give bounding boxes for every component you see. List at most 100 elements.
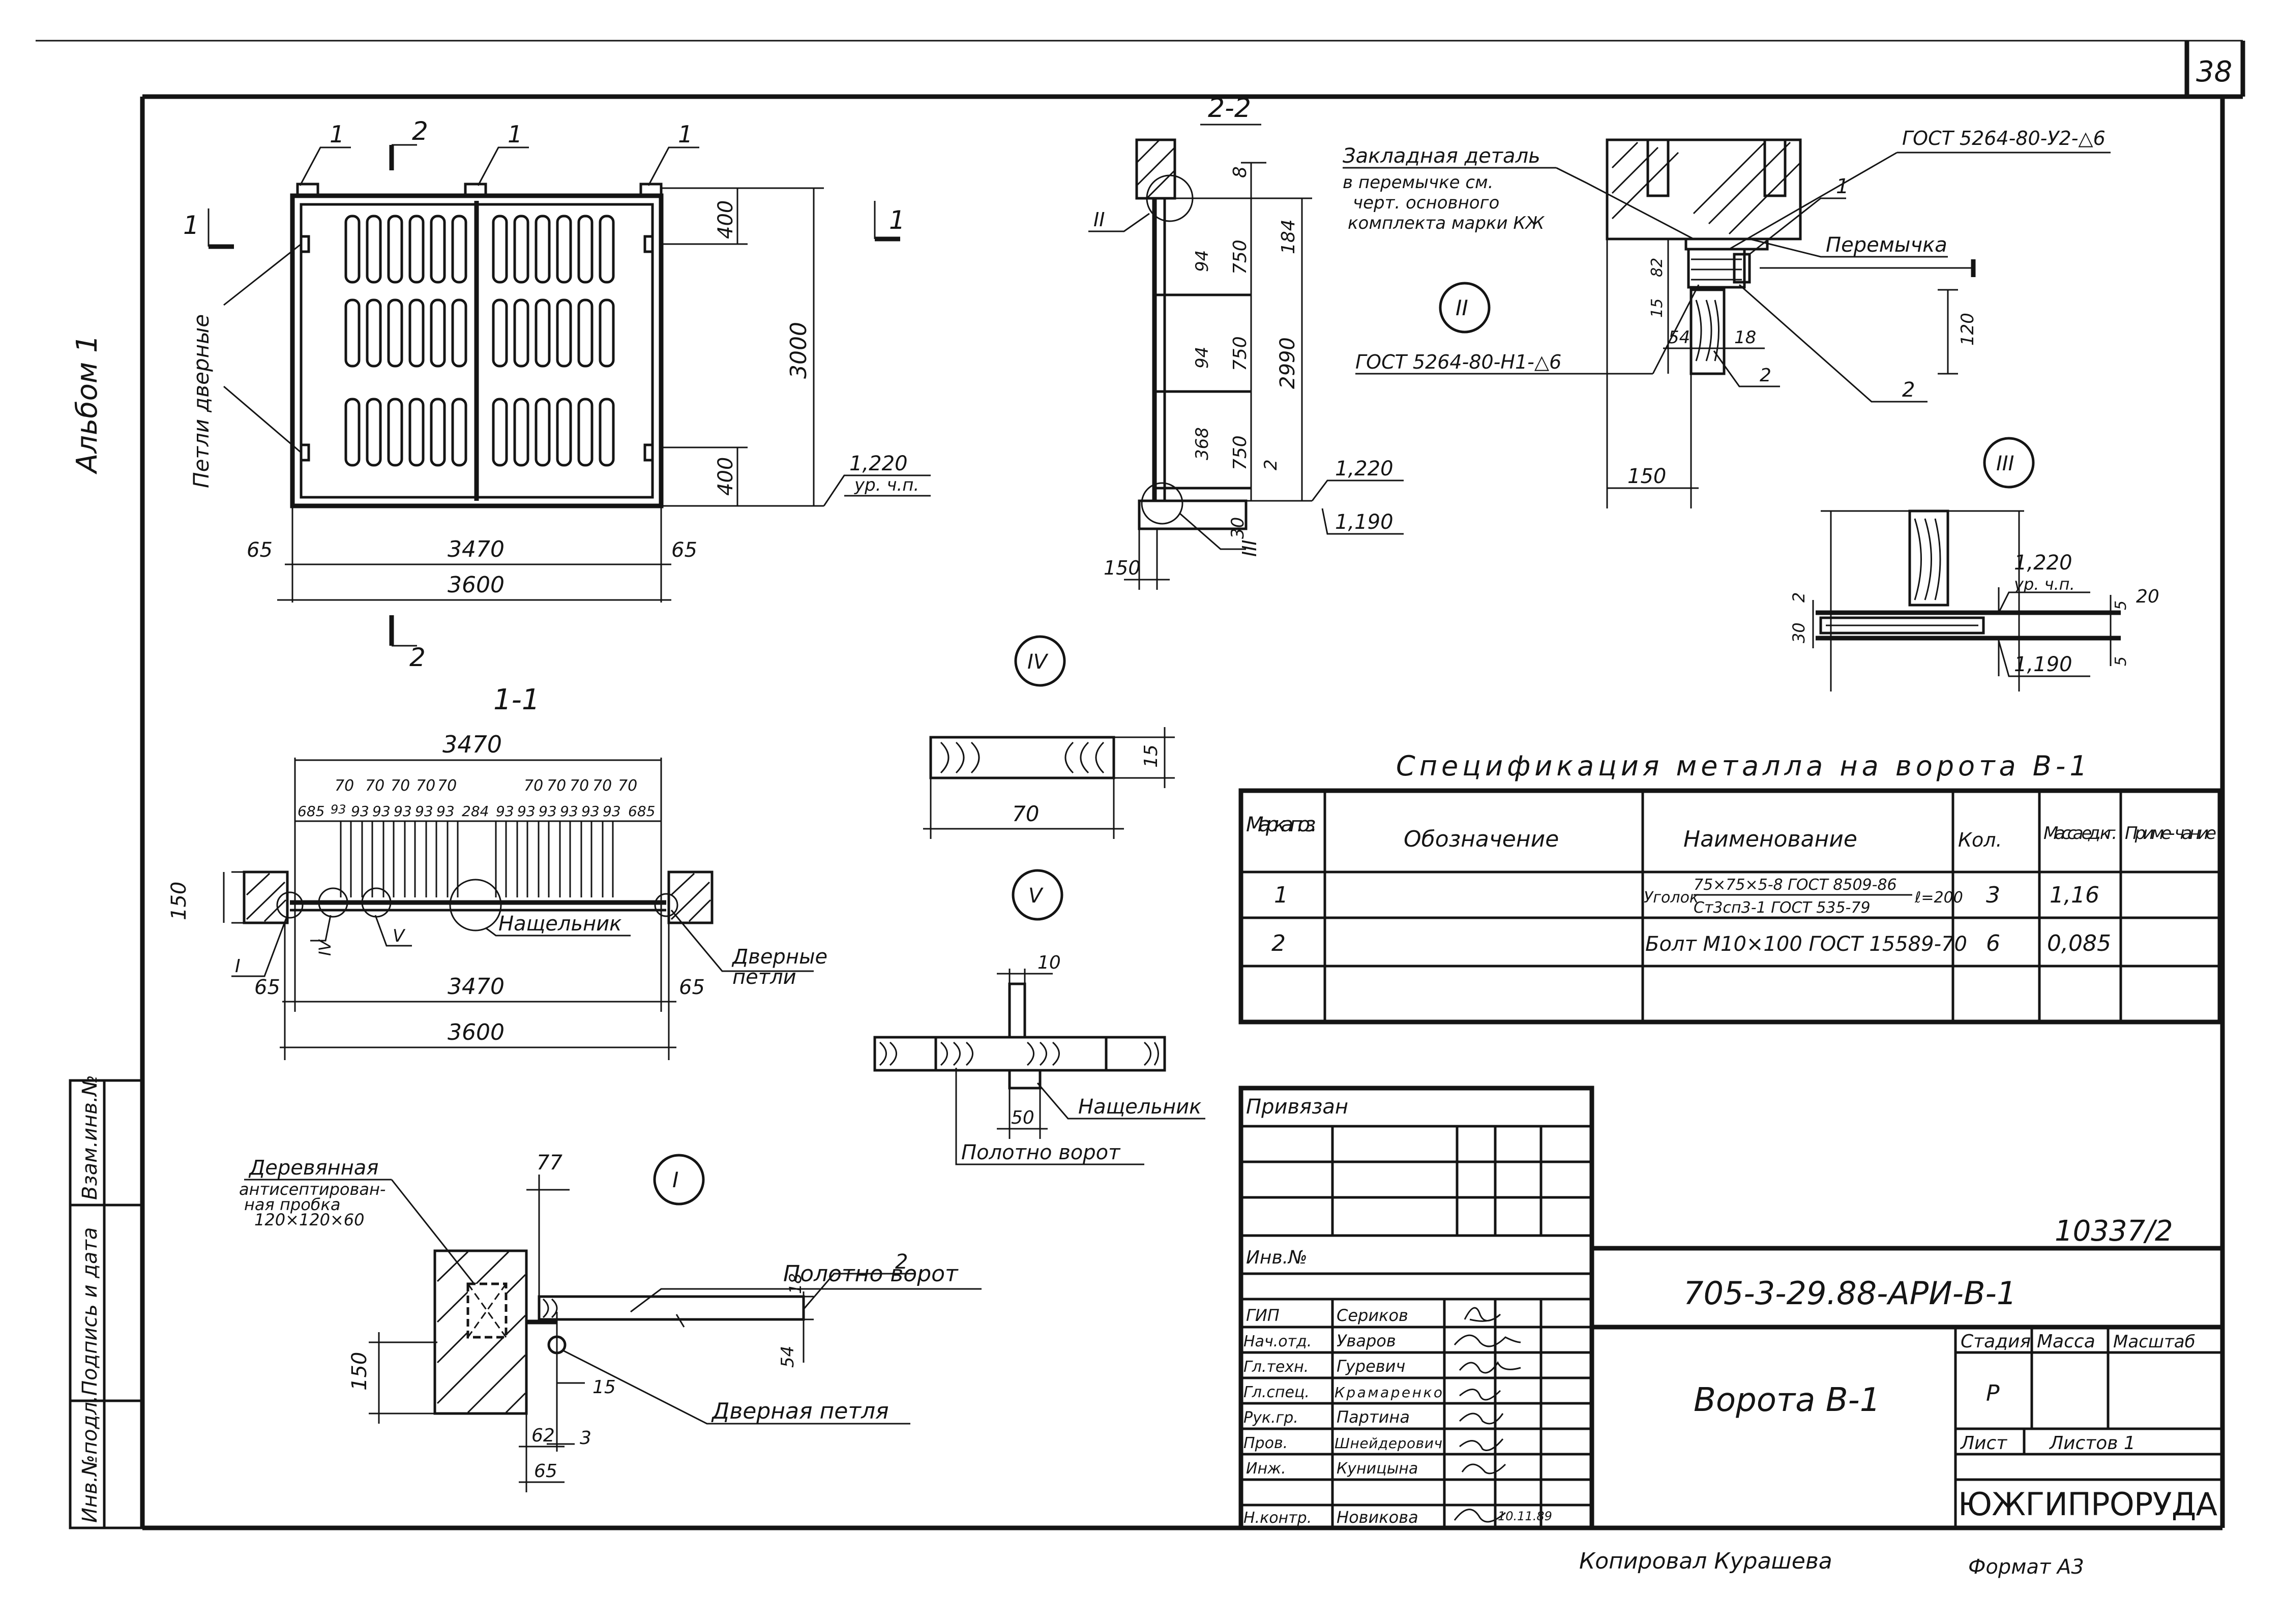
tb-stage: Р: [1986, 1380, 2000, 1406]
chain-9: 93: [517, 803, 536, 820]
detail-II-dim-54: 54: [1668, 327, 1690, 348]
detail-II-label-1: 1: [1836, 175, 1849, 198]
section-1-1-label-I: I: [235, 956, 241, 977]
dim-3000: 3000: [786, 322, 812, 379]
s22-dim-2990: 2990: [1276, 337, 1299, 389]
s22-dim-8: 8: [1230, 166, 1251, 178]
s22-dim-2: 2: [1261, 459, 1281, 470]
detail-II-dim-120: 120: [1958, 313, 1978, 346]
spec-row1-name1: 75×75×5-8 ГОСТ 8509-86: [1694, 876, 1897, 894]
detail-IV-dim-70: 70: [1012, 801, 1039, 826]
s22-dim-750a: 750: [1230, 239, 1251, 275]
detail-IV-dim-15: 15: [1141, 744, 1162, 768]
chain-12: 93: [581, 803, 600, 820]
cut-2-top: 2: [412, 116, 428, 146]
detail-II-note-3: черт. основного: [1353, 193, 1499, 213]
tb-sheet-label: Лист: [1960, 1433, 2007, 1454]
front-leader-1a: 1: [330, 121, 344, 148]
tb-role-0: ГИП: [1246, 1306, 1280, 1325]
detail-I-dim-54: 54: [778, 1346, 798, 1368]
tb-staff: ГИП Сериков Нач.отд. Уваров Гл.техн. Гур…: [1243, 1306, 1442, 1527]
chain-4: 93: [394, 803, 412, 820]
chain-top-3: 70: [416, 777, 435, 795]
dim-3600-front: 3600: [448, 572, 505, 598]
detail-III-dim-2: 2: [1789, 592, 1808, 603]
detail-I-dim-18: 18: [786, 1273, 805, 1294]
detail-V-marker: V: [1028, 884, 1044, 908]
spec-row1-name2: Ст3сп3-1 ГОСТ 535-79: [1694, 899, 1871, 917]
chain-top-1: 70: [365, 777, 384, 795]
section-1-1-label-IV: IV: [315, 939, 335, 956]
spec-row1-pos: 1: [1274, 882, 1288, 908]
tb-role-6: Инж.: [1246, 1460, 1286, 1478]
detail-I-plug-4: 120×120×60: [254, 1210, 365, 1229]
footer-format: Формат А3: [1968, 1555, 2084, 1579]
section-1-1-label-petli: петли: [732, 966, 796, 989]
detail-II-note: Закладная деталь в перемычке см. черт. о…: [1343, 144, 1556, 233]
s22-dim-30: 30: [1228, 517, 1248, 539]
spec-row1-suffix: ℓ=200: [1914, 889, 1963, 907]
chain-top-9: 70: [618, 777, 637, 795]
spec-row2-qty: 6: [1986, 930, 2000, 956]
detail-I-marker: I: [672, 1167, 678, 1192]
level-1220-front: 1,220: [849, 452, 908, 475]
section-2-2-marker-III: III: [1238, 539, 1261, 557]
chain-13: 93: [603, 803, 621, 820]
chain-6: 93: [436, 803, 455, 820]
detail-I-dim-150: 150: [348, 1352, 371, 1391]
detail-IV: IV 70 15: [923, 635, 1175, 839]
section-1-1-chain-top: 70 70 70 70 70 70 70 70 70 70: [335, 777, 637, 795]
detail-I-label-petlya: Дверная петля: [711, 1398, 889, 1424]
section-1-1-title: 1-1: [493, 683, 540, 716]
cut-2-bottom: 2: [409, 643, 426, 672]
tb-name-0: Сериков: [1337, 1306, 1408, 1325]
s22-dim-184: 184: [1278, 219, 1299, 254]
tb-role-4: Рук.гр.: [1243, 1409, 1298, 1427]
detail-II-label-peremychka: Перемычка: [1826, 233, 1947, 257]
chain-top-5: 70: [524, 777, 543, 795]
detail-I-dim-62: 62: [531, 1425, 555, 1446]
spec-header-prim: Приме- чание: [2125, 823, 2216, 844]
section-1-1: 1-1 3470 70 70 70 70 70 70 70 70 70 70 6…: [167, 683, 827, 1060]
section-2-2: 2-2 II III 8 94 750 184 94 750 2990 368 …: [1088, 93, 1404, 590]
dim-3470-front: 3470: [448, 536, 505, 562]
section-1-1-dim-3600: 3600: [448, 1019, 505, 1045]
section-1-1-dim-150: 150: [167, 882, 191, 920]
spec-row2-name: Болт М10×100 ГОСТ 15589-70: [1645, 933, 1967, 956]
dim-400-top: 400: [714, 200, 737, 239]
detail-V: V 10 50 Нащельник Полотно ворот: [873, 869, 1205, 1165]
detail-I: I Деревянная антисептирован- ная пробка …: [239, 1151, 982, 1492]
dim-65-right-front: 65: [671, 538, 697, 562]
front-leader-1c: 1: [678, 121, 693, 148]
tb-role-2: Гл.техн.: [1243, 1358, 1309, 1376]
spec-header-kol: Кол.: [1958, 829, 2002, 851]
tb-role-1: Нач.отд.: [1243, 1333, 1312, 1350]
detail-IV-marker: IV: [1027, 650, 1049, 674]
side-stamp: Инв.№подл. Подпись и дата Взам.инв.№: [69, 1075, 144, 1529]
section-2-2-marker-II: II: [1093, 208, 1105, 231]
spec-header-marka: Марка поз.: [1246, 813, 1317, 836]
tb-name-6: Куницына: [1337, 1460, 1418, 1478]
detail-II-dim-15: 15: [1648, 298, 1666, 318]
detail-I-dim-65: 65: [534, 1461, 557, 1482]
tb-name-7: Новикова: [1337, 1508, 1418, 1527]
chain-8: 93: [496, 803, 514, 820]
tb-name-5: Шнейдерович: [1335, 1435, 1442, 1452]
chain-10: 93: [539, 803, 557, 820]
detail-II-gost-left: ГОСТ 5264-80-Н1-△6: [1355, 351, 1561, 373]
spec-table: Спецификация металла на ворота В-1 Марка…: [1238, 750, 2222, 1025]
tb-signatures: [1454, 1307, 1521, 1523]
s22-dim-750c: 750: [1230, 435, 1251, 470]
section-1-1-dim-65b: 65: [679, 976, 705, 999]
side-stamp-vzam: Взам.инв.№: [78, 1075, 102, 1200]
footer-copied: Копировал Курашева: [1579, 1548, 1832, 1574]
section-2-2-title: 2-2: [1208, 93, 1251, 124]
section-1-1-dim-65a: 65: [254, 976, 280, 999]
spec-title: Спецификация металла на ворота В-1: [1396, 750, 2091, 782]
detail-II-note-4: комплекта марки КЖ: [1348, 213, 1545, 233]
detail-I-label-2: 2: [895, 1250, 908, 1274]
sheet-number: 38: [2196, 55, 2232, 88]
detail-III-dim-5b: 5: [2112, 656, 2130, 666]
title-block: Привязан Инв.№ 10337/2 705-3-29.88-АРИ-В…: [1238, 1086, 2222, 1530]
